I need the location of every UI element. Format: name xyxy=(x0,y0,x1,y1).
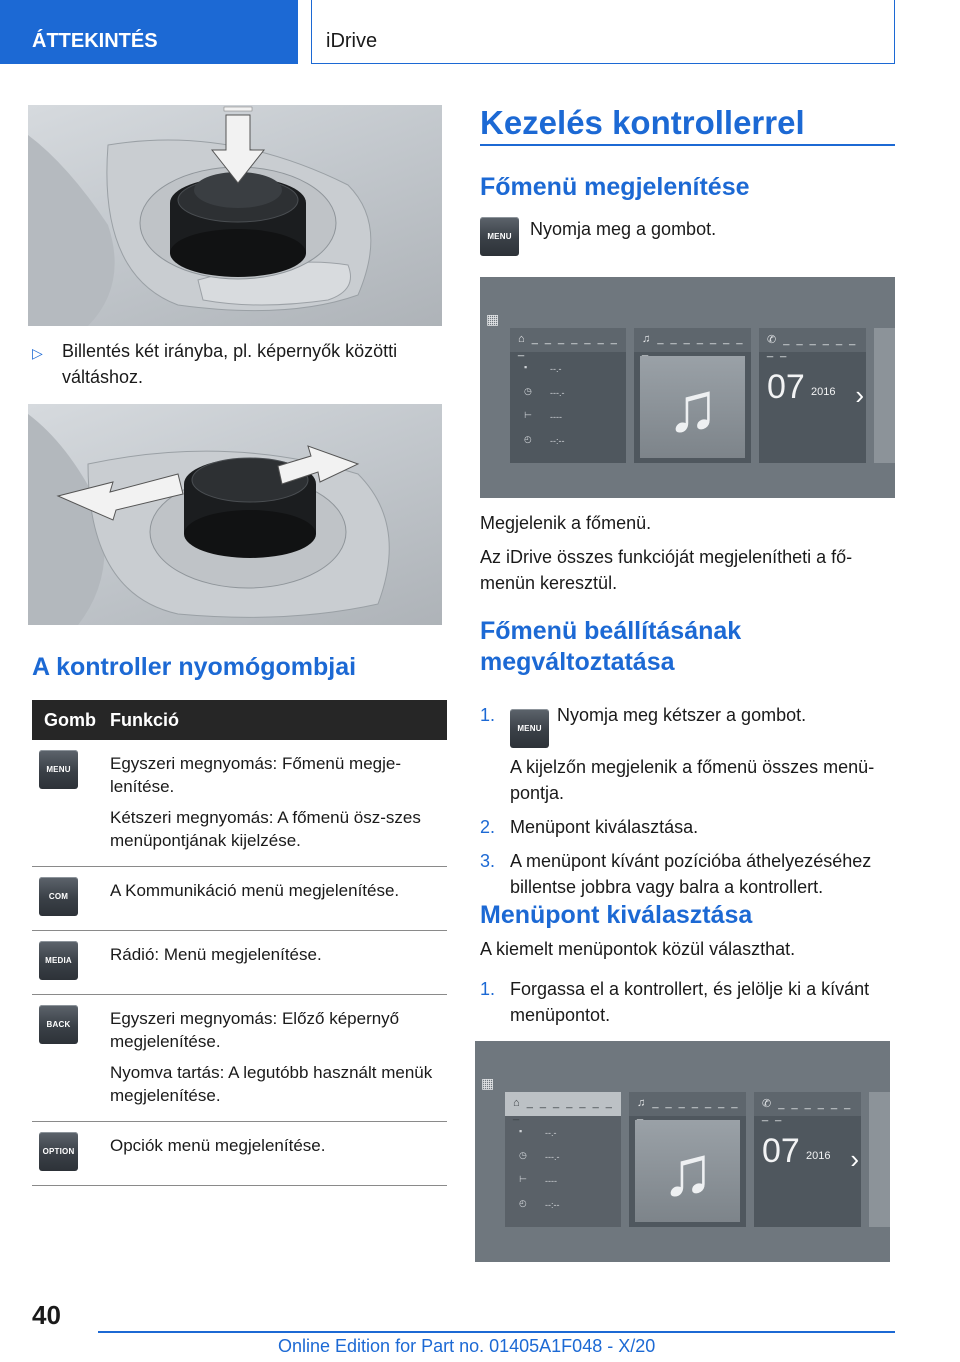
press-instruction: Nyomja meg a gombot. xyxy=(530,219,717,239)
table-row: OPTION Opciók menü megjelenítése. xyxy=(32,1121,447,1186)
chapter-tab: iDrive xyxy=(311,0,895,64)
column-header-button: Gomb xyxy=(32,700,108,740)
vehicle-tile: ⌂ _ _ _ _ _ _ _ _ ▪--.- ◷---.- ⊢---- ◴--… xyxy=(510,328,626,463)
controller-tilt-photo xyxy=(28,404,442,625)
clock-icon: ◴ xyxy=(519,1198,527,1208)
tilt-note: ▷ Billentés két irányba, pl. képernyők k… xyxy=(32,341,398,387)
range-icon: ◷ xyxy=(524,386,532,396)
menu-button-icon: MENU xyxy=(510,709,549,748)
fuel-icon: ▪ xyxy=(524,362,528,372)
change-settings-steps: 1. MENUNyomja meg kétszer a gombot. A ki… xyxy=(480,702,898,908)
select-item-steps: 1. Forgassa el a kontrollert, és jelölje… xyxy=(480,976,898,1036)
vehicle-tile: ⌂ _ _ _ _ _ _ _ _ ▪--.- ◷---.- ⊢---- ◴--… xyxy=(505,1092,621,1227)
distance-icon: ⊢ xyxy=(524,410,532,420)
fuel-icon: ▪ xyxy=(519,1126,523,1136)
menu-grid-icon: ▦ xyxy=(486,311,500,327)
music-cover-icon: ♫ xyxy=(635,1120,740,1222)
media-tile: ♫ _ _ _ _ _ _ _ _ ♫ xyxy=(634,328,751,463)
select-item-intro: A kiemelt menüpontok közül választhat. xyxy=(480,939,796,959)
main-menu-screen-2: ▦ ⌂ _ _ _ _ _ _ _ _ ▪--.- ◷---.- ⊢---- ◴… xyxy=(475,1041,890,1262)
title-rule xyxy=(480,144,895,146)
menu-button-icon: MENU xyxy=(480,217,519,256)
section-tab: ÁTTEKINTÉS xyxy=(0,0,298,64)
idrive-functions-text: Az iDrive összes funkcióját megjeleníthe… xyxy=(480,547,853,593)
phone-tile: ✆ _ _ _ _ _ _ _ _ 07 2016 › xyxy=(754,1092,861,1227)
page-number: 40 xyxy=(32,1300,61,1330)
list-item: 1. Forgassa el a kontrollert, és jelölje… xyxy=(480,979,870,1025)
footer-rule xyxy=(98,1331,895,1333)
car-icon: ⌂ xyxy=(518,333,532,345)
controller-press-photo xyxy=(28,105,442,326)
distance-icon: ⊢ xyxy=(519,1174,527,1184)
buttons-heading: A kontroller nyomógombjai xyxy=(32,653,357,681)
table-row: MENU Egyszeri megnyomás: Főmenü megje-le… xyxy=(32,740,447,867)
menu-button-icon: MENU xyxy=(39,750,78,789)
list-item: 2. Menüpont kiválasztása. xyxy=(480,817,699,837)
triangle-bullet-icon: ▷ xyxy=(32,345,43,361)
media-button-icon: MEDIA xyxy=(39,941,78,980)
page-title: Kezelés kontrollerrel xyxy=(480,104,805,141)
music-note-icon: ♫ xyxy=(637,1097,653,1109)
car-icon: ⌂ xyxy=(513,1097,527,1109)
option-button-icon: OPTION xyxy=(39,1132,78,1171)
main-menu-appears: Megjelenik a főmenü. xyxy=(480,513,652,533)
list-item: 1. MENUNyomja meg kétszer a gombot. A ki… xyxy=(480,705,875,803)
next-arrow-icon: › xyxy=(850,1144,859,1174)
edition-footer: Online Edition for Part no. 01405A1F048 … xyxy=(278,1336,656,1356)
menu-grid-icon: ▦ xyxy=(481,1075,495,1091)
next-arrow-icon: › xyxy=(855,380,864,410)
phone-icon: ✆ xyxy=(767,334,784,346)
music-cover-icon: ♫ xyxy=(640,356,745,458)
partial-tile xyxy=(869,1092,890,1227)
change-settings-heading: Főmenü beállításának megváltoztatása xyxy=(480,617,742,676)
back-button-icon: BACK xyxy=(39,1005,78,1044)
phone-tile: ✆ _ _ _ _ _ _ _ _ 07 2016 › xyxy=(759,328,866,463)
range-icon: ◷ xyxy=(519,1150,527,1160)
table-row: COM A Kommunikáció menü megjelenítése. xyxy=(32,866,447,931)
main-menu-screen-1: ▦ ⌂ _ _ _ _ _ _ _ _ ▪--.- ◷---.- ⊢---- ◴… xyxy=(480,277,895,498)
table-row: BACK Egyszeri megnyomás: Előző képernyő … xyxy=(32,994,447,1122)
com-button-icon: COM xyxy=(39,877,78,916)
column-header-function: Funkció xyxy=(108,700,447,740)
table-row: MEDIA Rádió: Menü megjelenítése. xyxy=(32,930,447,995)
list-item: 3. A menüpont kívánt pozícióba áthelyezé… xyxy=(480,851,872,897)
partial-tile xyxy=(874,328,895,463)
phone-icon: ✆ xyxy=(762,1098,779,1110)
music-note-icon: ♫ xyxy=(642,333,658,345)
select-item-heading: Menüpont kiválasztása xyxy=(480,901,753,929)
buttons-table: Gomb Funkció MENU Egyszeri megnyomás: Fő… xyxy=(32,700,447,1186)
main-menu-heading: Főmenü megjelenítése xyxy=(480,173,750,201)
clock-icon: ◴ xyxy=(524,434,532,444)
media-tile: ♫ _ _ _ _ _ _ _ _ ♫ xyxy=(629,1092,746,1227)
